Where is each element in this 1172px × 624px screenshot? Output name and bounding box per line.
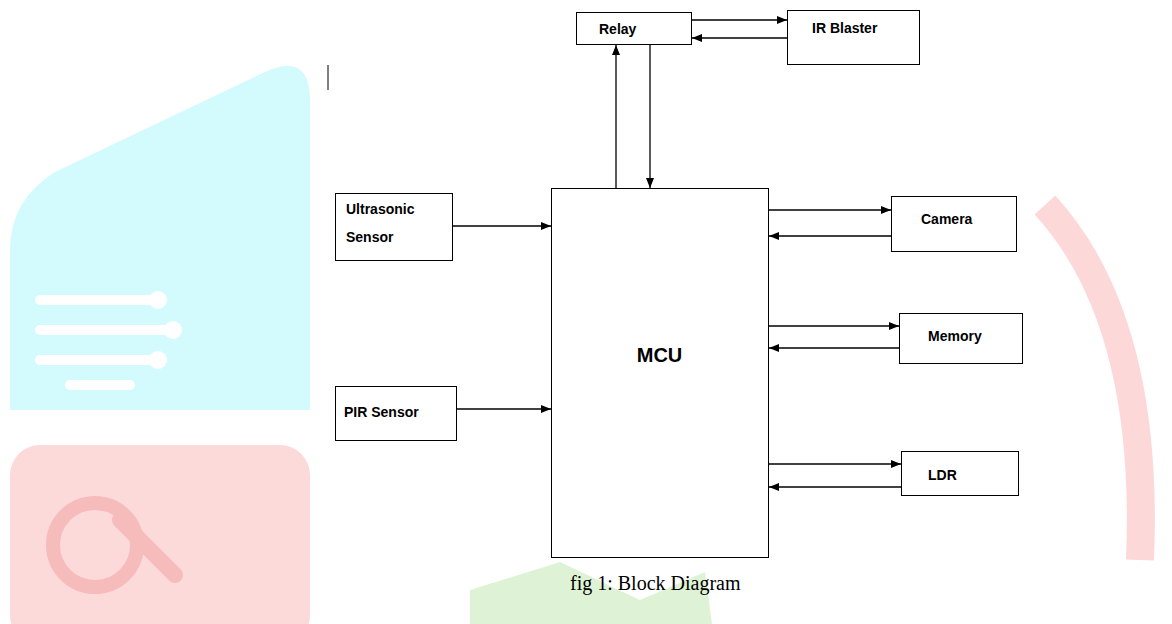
node-label: MCU — [637, 344, 683, 367]
signal-arrow — [692, 19, 787, 20]
label-group: MCU — [637, 344, 683, 367]
peripheral-box: LDR — [901, 451, 1019, 496]
signal-arrow — [453, 225, 551, 226]
label-group: Camera — [921, 211, 972, 227]
watermark-shape — [10, 66, 310, 410]
watermark-dots — [149, 291, 182, 369]
label-group: Memory — [928, 328, 982, 344]
node-label: Ultrasonic Sensor — [346, 195, 446, 251]
sensor-box: Ultrasonic Sensor — [335, 193, 453, 261]
sensor-box: PIR Sensor — [335, 386, 457, 441]
signal-arrow — [769, 235, 891, 236]
node-label: IR Blaster — [812, 20, 877, 36]
label-group: Relay — [599, 21, 636, 37]
watermark-wrench — [120, 520, 175, 575]
mcu-box: MCU — [551, 188, 769, 558]
node-label: Camera — [921, 211, 972, 227]
signal-arrow — [649, 45, 650, 188]
node-label: PIR Sensor — [344, 404, 419, 420]
signal-arrow — [769, 209, 891, 210]
label-group: Ultrasonic Sensor — [346, 195, 446, 251]
signal-arrow — [769, 486, 901, 487]
watermark-circuit — [40, 300, 165, 385]
signal-arrow — [692, 37, 787, 38]
node-label: Relay — [599, 21, 636, 37]
signal-arrow — [769, 325, 899, 326]
stray-mark — [328, 65, 329, 90]
watermark-arc — [1045, 205, 1141, 560]
label-group: IR Blaster — [812, 20, 877, 36]
signal-arrow — [457, 408, 551, 409]
label-group: LDR — [928, 467, 957, 483]
peripheral-box: Camera — [891, 196, 1017, 252]
node-label: LDR — [928, 467, 957, 483]
label-group: PIR Sensor — [344, 404, 419, 420]
relay-box: Relay — [576, 12, 692, 45]
signal-arrow — [615, 45, 616, 188]
peripheral-box: Memory — [899, 313, 1023, 364]
signal-arrow — [769, 463, 901, 464]
watermark-shape — [10, 445, 310, 624]
node-label: Memory — [928, 328, 982, 344]
signal-arrow — [769, 347, 899, 348]
figure-caption: fig 1: Block Diagram — [570, 572, 741, 595]
ir-blaster-box: IR Blaster — [787, 10, 920, 65]
